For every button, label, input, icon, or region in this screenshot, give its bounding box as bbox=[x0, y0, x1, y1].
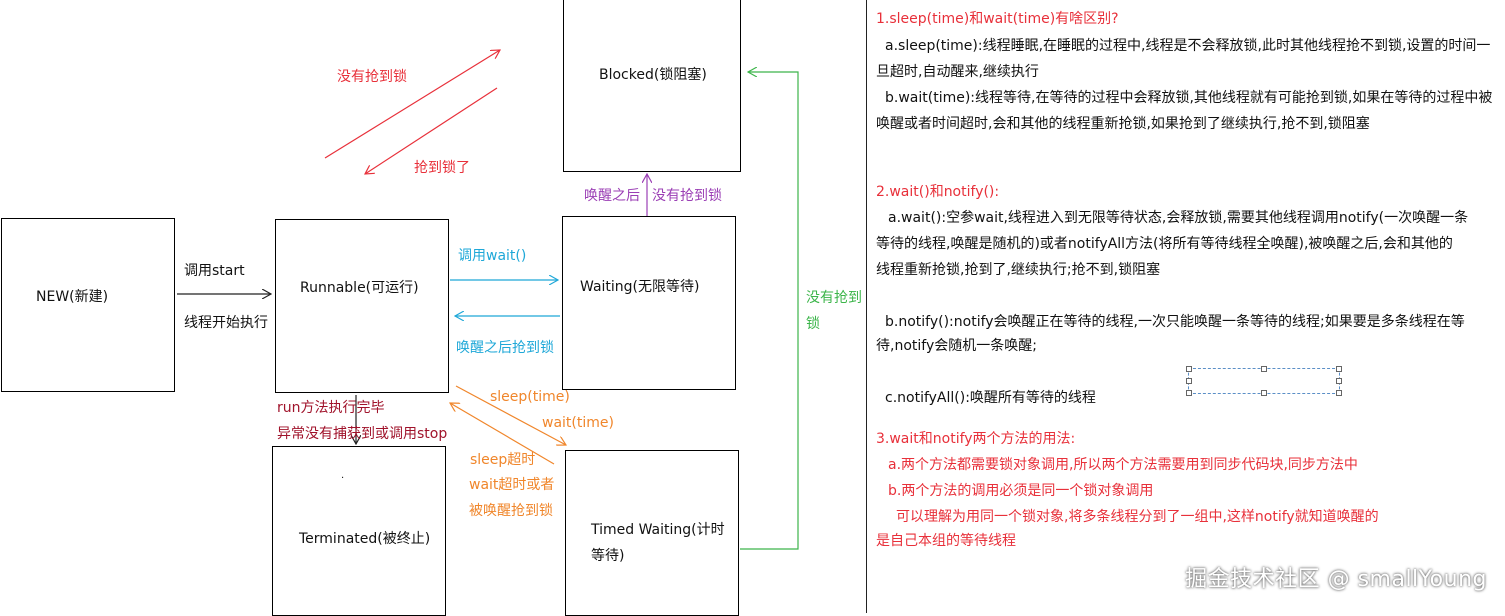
arrow-timed-waiting-to-blocked bbox=[740, 72, 799, 550]
note-q2-c: c.notifyAll():唤醒所有等待的线程 bbox=[885, 390, 1096, 406]
note-q3-b: b.两个方法的调用必须是同一个锁对象调用 bbox=[888, 483, 1154, 499]
label-run-done: run方法执行完毕 bbox=[277, 400, 385, 416]
state-runnable-label: Runnable(可运行) bbox=[300, 280, 419, 296]
transition-arrows bbox=[177, 0, 799, 550]
empty-text-selection-box[interactable] bbox=[1186, 366, 1342, 396]
state-timed-waiting-label-2: 等待) bbox=[591, 548, 625, 564]
state-timed-waiting-label-1: Timed Waiting(计时 bbox=[591, 522, 725, 538]
label-no-lock-green-2: 锁 bbox=[806, 316, 820, 332]
state-terminated-dot: . bbox=[341, 470, 345, 481]
state-new-box bbox=[1, 218, 175, 392]
note-q2-a1: a.wait():空参wait,线程进入到无限等待状态,会释放锁,需要其他线程调… bbox=[888, 210, 1469, 226]
label-thread-start: 线程开始执行 bbox=[184, 315, 268, 331]
note-q2-b1: b.notify():notify会唤醒正在等待的线程,一次只能唤醒一条等待的线… bbox=[885, 314, 1465, 330]
note-q1-a2: 旦超时,自动醒来,继续执行 bbox=[876, 64, 1039, 80]
label-exception: 异常没有捕获到或调用stop bbox=[277, 426, 448, 442]
arrow-timed-waiting-to-runnable bbox=[450, 403, 555, 465]
label-sleep-time: sleep(time) bbox=[490, 389, 570, 405]
label-wait-time: wait(time) bbox=[542, 415, 614, 431]
watermark: 掘金技术社区 @ smallYoung bbox=[1185, 567, 1487, 592]
state-terminated-label: Terminated(被终止) bbox=[299, 531, 431, 547]
state-blocked-label: Blocked(锁阻塞) bbox=[599, 67, 707, 83]
arrow-runnable-to-timed-waiting bbox=[455, 385, 566, 445]
label-wake-get-lock: 唤醒之后抢到锁 bbox=[456, 340, 554, 356]
note-q3-a: a.两个方法都需要锁对象调用,所以两个方法需要用到同步代码块,同步方法中 bbox=[888, 457, 1358, 473]
note-q3-title: 3.wait和notify两个方法的用法: bbox=[876, 431, 1076, 447]
state-waiting-label: Waiting(无限等待) bbox=[580, 279, 700, 295]
label-no-lock-green-1: 没有抢到 bbox=[806, 290, 862, 306]
note-q2-b2: 待,notify会随机一条唤醒; bbox=[876, 338, 1037, 354]
label-sleep-timeout: sleep超时 bbox=[470, 452, 536, 468]
label-woken-lock: 被唤醒抢到锁 bbox=[469, 503, 553, 519]
state-timed-waiting-box bbox=[565, 450, 739, 616]
label-wait-timeout: wait超时或者 bbox=[469, 477, 555, 493]
note-q1-a1: a.sleep(time):线程睡眠,在睡眠的过程中,线程是不会释放锁,此时其他… bbox=[885, 38, 1491, 54]
state-blocked-box bbox=[563, 0, 741, 172]
label-call-start: 调用start bbox=[184, 263, 245, 279]
label-after-wake: 唤醒之后 bbox=[584, 188, 640, 204]
state-runnable-box bbox=[275, 219, 449, 393]
label-call-wait: 调用wait() bbox=[458, 248, 527, 264]
label-got-lock: 抢到锁了 bbox=[414, 160, 470, 176]
note-q1-b2: 唤醒或者时间超时,会和其他的线程重新抢锁,如果抢到了继续执行,抢不到,锁阻塞 bbox=[876, 116, 1370, 132]
state-waiting-box bbox=[562, 216, 736, 390]
note-q2-a3: 线程重新抢锁,抢到了,继续执行;抢不到,锁阻塞 bbox=[876, 262, 1161, 278]
label-no-lock: 没有抢到锁 bbox=[337, 69, 407, 85]
note-q2-a2: 等待的线程,唤醒是随机的)或者notifyAll方法(将所有等待线程全唤醒),被… bbox=[876, 236, 1453, 252]
note-q3-c1: 可以理解为用同一个锁对象,将多条线程分到了一组中,这样notify就知道唤醒的 bbox=[896, 509, 1379, 525]
note-q2-title: 2.wait()和notify(): bbox=[876, 184, 1000, 200]
note-q3-c2: 是自己本组的等待线程 bbox=[876, 533, 1016, 549]
label-no-lock-2: 没有抢到锁 bbox=[652, 188, 722, 204]
arrow-blocked-to-runnable bbox=[365, 87, 498, 174]
vertical-divider bbox=[866, 0, 867, 613]
arrow-runnable-to-blocked bbox=[324, 50, 500, 159]
state-new-label: NEW(新建) bbox=[36, 289, 109, 305]
note-q1-title: 1.sleep(time)和wait(time)有啥区别? bbox=[876, 11, 1119, 27]
state-terminated-box bbox=[272, 446, 446, 616]
note-q1-b1: b.wait(time):线程等待,在等待的过程中会释放锁,其他线程就有可能抢到… bbox=[885, 90, 1493, 106]
